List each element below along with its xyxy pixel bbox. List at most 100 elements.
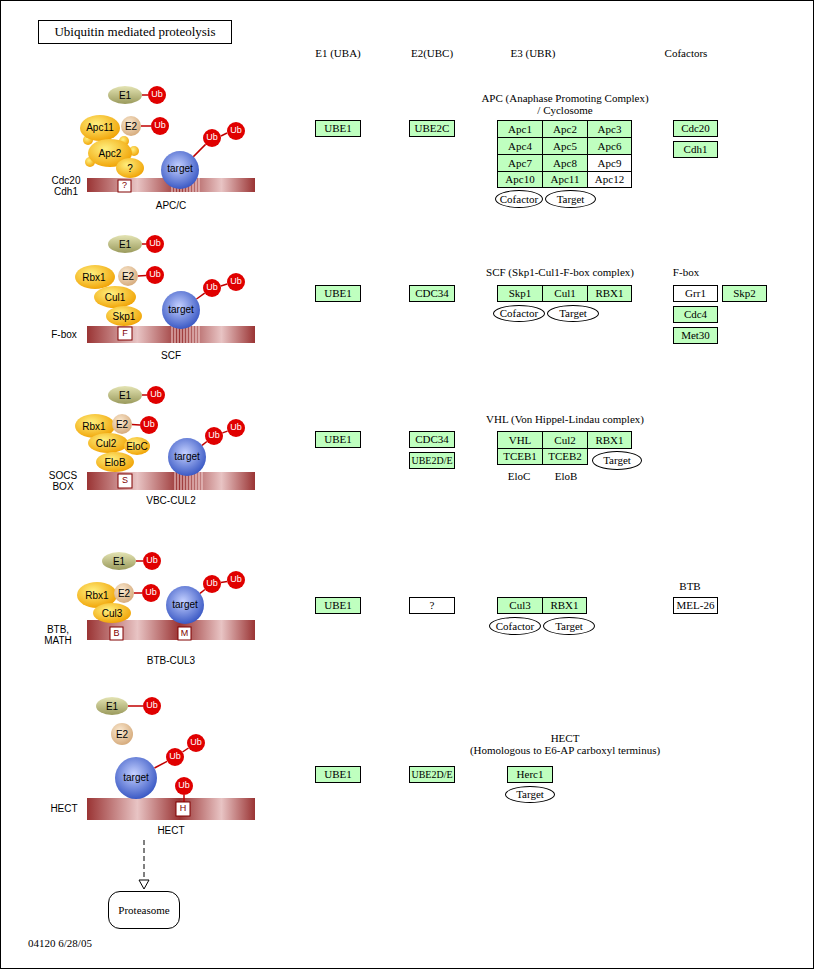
ubiquitin	[166, 748, 184, 766]
ubiquitin-label: Ub	[149, 270, 161, 280]
gene-box: UBE1	[315, 285, 361, 302]
gene-box: RBX1	[542, 597, 587, 614]
gene-box: Apc3	[587, 120, 632, 138]
illustration-label: Cdc20	[52, 175, 81, 186]
substrate-band	[87, 472, 255, 490]
motif-label: S	[122, 476, 128, 486]
header-label: BTB	[679, 580, 700, 592]
ubiquitin	[146, 266, 164, 284]
box-label: Target	[555, 620, 583, 632]
role-ellipse: Target	[505, 786, 555, 803]
box-label: UBE1	[324, 768, 352, 780]
ubiquitin	[151, 117, 169, 135]
gene-box: Apc5	[542, 137, 588, 155]
thioester-bond	[142, 394, 147, 396]
illustration-label: E1	[119, 239, 131, 250]
box-label: Apc12	[595, 173, 624, 185]
role-ellipse: Target	[545, 190, 596, 208]
header-label: / Cyclosome	[537, 104, 592, 116]
ubiquitin	[147, 386, 165, 404]
illustration-label: EloB	[104, 457, 125, 468]
thioester-bond	[138, 275, 146, 277]
box-label: Target	[557, 193, 585, 205]
box-label: CDC34	[415, 433, 449, 445]
ubiquitin-label: Ub	[190, 738, 202, 748]
gene-box: Apc6	[587, 137, 632, 155]
box-label: UBE1	[324, 122, 352, 134]
box-label: Apc7	[508, 157, 532, 169]
box-label: Cul3	[509, 599, 530, 611]
ubiquitin	[203, 129, 221, 147]
illustration-label: Rbx1	[82, 421, 105, 432]
illustration-label: Cul3	[102, 608, 123, 619]
thioester-bond	[132, 424, 140, 426]
gene-box: Apc1	[497, 120, 543, 138]
target-protein	[166, 586, 204, 624]
header-label: EloB	[555, 470, 578, 482]
header-label: SCF (Skp1-Cul1-F-box complex)	[486, 266, 634, 278]
ubiquitin-chain	[221, 284, 227, 286]
thioester-bond	[142, 94, 148, 96]
motif-label: ?	[122, 181, 127, 191]
box-label: Apc11	[551, 173, 580, 185]
motif-box	[178, 627, 191, 640]
ubiquitin	[140, 416, 158, 434]
header-label: E2(UBC)	[411, 47, 453, 59]
illustration-label: VBC-CUL2	[146, 495, 195, 506]
illustration-label: SCF	[161, 350, 181, 361]
motif-box	[176, 802, 190, 816]
box-label: Herc1	[517, 768, 544, 780]
skp1-subunit	[106, 306, 142, 326]
box-label: UBE2D/E	[411, 769, 452, 780]
e2-enzyme	[112, 414, 132, 434]
gene-box: UBE1	[315, 766, 361, 783]
gene-box: UBE1	[315, 597, 361, 614]
ubiquitin-label: Ub	[143, 420, 155, 430]
e1-enzyme	[108, 235, 142, 253]
thioester-bond	[128, 705, 143, 707]
ubiquitin-chain	[221, 582, 227, 583]
ubiquitin-label: Ub	[150, 390, 162, 400]
gene-box: Apc7	[497, 154, 543, 172]
gene-box: CDC34	[409, 431, 455, 448]
e2-enzyme	[118, 266, 138, 286]
illustration-label: Cdh1	[54, 186, 78, 197]
gene-box: Cdc20	[673, 120, 718, 137]
illustration-label: E1	[119, 390, 131, 401]
illustration-label: E2	[122, 271, 134, 282]
illustration-label: E2	[116, 729, 128, 740]
role-ellipse: Cofactor	[495, 190, 543, 208]
illustration-label: BTB-CUL3	[147, 655, 195, 666]
dashed-arrow	[144, 840, 145, 880]
ubiquitin-label: Ub	[154, 121, 166, 131]
illustration-label: Apc2	[99, 148, 122, 159]
box-label: Skp1	[509, 287, 532, 299]
unknown-subunit	[116, 158, 144, 178]
box-label: Apc9	[598, 157, 622, 169]
illustration-label: E2	[118, 588, 130, 599]
box-label: RBX1	[595, 434, 623, 446]
box-label: TCEB2	[548, 450, 582, 462]
box-label: Grr1	[685, 287, 706, 299]
ubiquitin	[187, 734, 205, 752]
box-label: Cdc4	[684, 308, 707, 320]
thioester-bond	[141, 125, 151, 127]
illustration-label: E1	[106, 701, 118, 712]
box-label: Target	[516, 788, 544, 800]
ubiquitin	[143, 697, 161, 715]
ubiquitin-chain	[155, 761, 168, 768]
target-protein	[168, 438, 206, 476]
ubiquitin	[148, 86, 166, 104]
box-label: TCEB1	[503, 450, 537, 462]
gene-box: RBX1	[587, 285, 632, 302]
box-label: Cofactor	[500, 307, 538, 319]
gene-box: Cdh1	[673, 141, 718, 158]
ubiquitin-chain	[202, 442, 207, 446]
thioester-bond	[134, 592, 142, 594]
motif-label: B	[113, 629, 119, 639]
gene-box: Apc8	[542, 154, 588, 172]
box-label: Target	[603, 454, 631, 466]
box-label: Target	[559, 307, 587, 319]
arrow-head	[139, 880, 149, 889]
ubiquitin-chain	[221, 133, 227, 136]
